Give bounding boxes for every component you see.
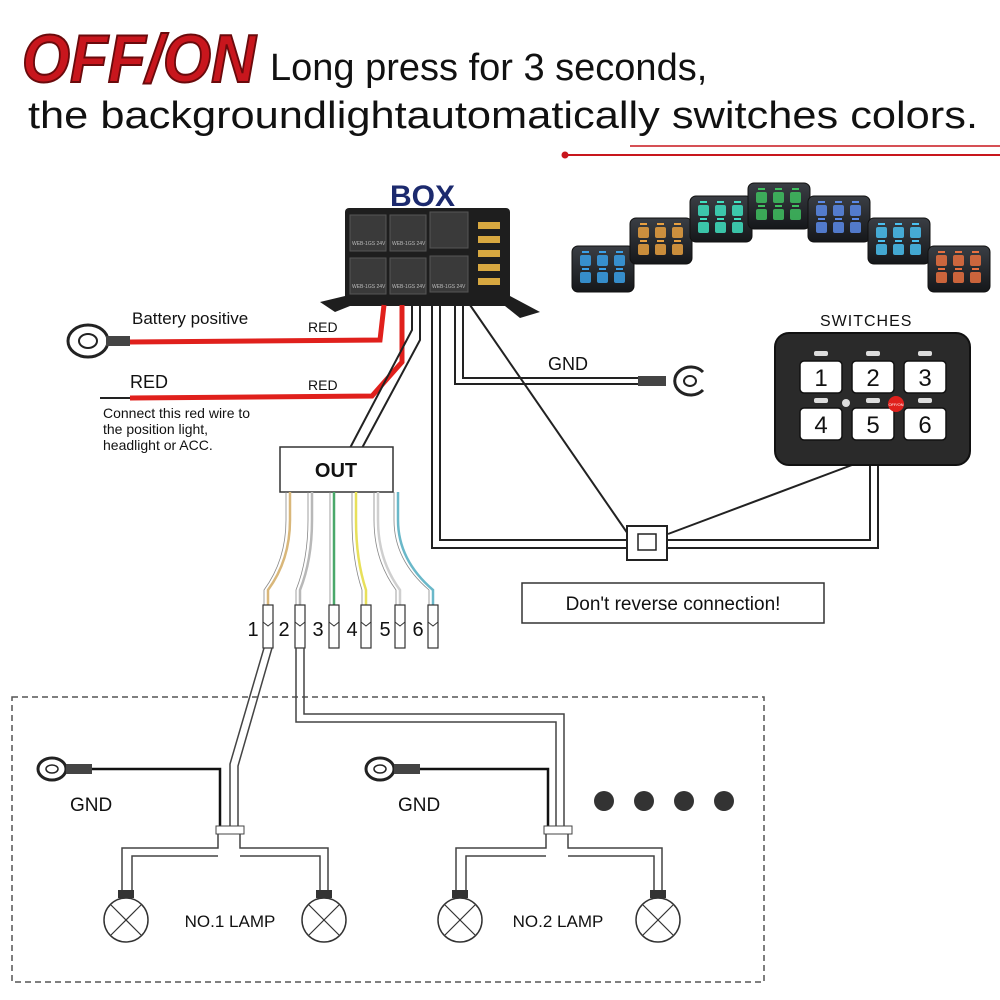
switch-connector: [626, 525, 668, 561]
lamp-icon: [103, 890, 149, 943]
out-channel-wires: [262, 492, 439, 649]
channel-label-4: 4: [346, 619, 357, 641]
switch-button-label: 2: [866, 365, 879, 392]
switch-button-label: 4: [814, 412, 827, 439]
backlight-panel: [571, 245, 635, 293]
gnd-label-lamp-left: GND: [70, 795, 112, 816]
switch-indicator: [866, 398, 880, 403]
backlight-panel: [629, 217, 693, 265]
more-lamps-dots: [594, 791, 734, 811]
switch-button-label: 3: [918, 365, 931, 392]
backlight-panel: [867, 217, 931, 265]
switch-button-1[interactable]: 1: [799, 351, 843, 394]
lamp-area-border: [11, 696, 765, 983]
lamp-icon: [301, 890, 347, 943]
gnd-ring-terminal: [638, 365, 705, 397]
channel-wire-2: [298, 492, 314, 605]
channel-label-6: 6: [412, 619, 423, 641]
switch-button-label: 5: [866, 412, 879, 439]
lamp-gnd-terminal-right: [364, 756, 420, 782]
backlight-panel: [927, 245, 991, 293]
lamp-icon: [437, 890, 483, 943]
switch-button-4[interactable]: 4: [799, 398, 843, 441]
switch-button-5[interactable]: 5: [851, 398, 895, 441]
gnd-label-box: GND: [548, 354, 588, 374]
red-label-1: RED: [308, 319, 338, 335]
switch-button-2[interactable]: 2: [851, 351, 895, 394]
lamp-wiring: [92, 647, 663, 892]
lamp-1-label: NO.1 LAMP: [185, 912, 276, 931]
svg-text:Connect this red wire to: Connect this red wire to: [103, 405, 250, 421]
red-wire-label: RED: [130, 372, 168, 392]
switch-button-label: 1: [814, 365, 827, 392]
switch-indicator: [814, 398, 828, 403]
switches-title: SWITCHES: [820, 313, 912, 330]
out-box: OUT: [279, 446, 394, 493]
warning-text: Don't reverse connection!: [566, 594, 781, 615]
out-label: OUT: [315, 460, 357, 482]
relay-modules: [349, 211, 469, 295]
switch-button-3[interactable]: 3: [903, 351, 947, 394]
gnd-label-lamp-right: GND: [398, 795, 440, 816]
backlight-panel: [807, 195, 871, 243]
off-on-headline: OFF/ON: [22, 21, 258, 97]
battery-red-wire: [129, 304, 387, 345]
switch-panel: 1 2 3 4 5 6 OFF/ON: [774, 332, 971, 466]
box-wires: [129, 304, 879, 549]
switch-indicator: [866, 351, 880, 356]
battery-positive-label: Battery positive: [132, 309, 248, 328]
channel-wire-1: [266, 492, 292, 605]
lamp-icon: [635, 890, 681, 943]
channel-label-1: 1: [247, 619, 258, 641]
header-line-1: Long press for 3 seconds,: [270, 47, 707, 89]
backlight-panels: [571, 182, 991, 293]
channel-wire-5: [376, 492, 402, 605]
svg-text:WEB-1GS 24V: WEB-1GS 24V: [392, 284, 426, 290]
box-title: BOX: [390, 180, 455, 213]
svg-text:WEB-1GS 24V: WEB-1GS 24V: [432, 284, 466, 290]
switch-indicator: [814, 351, 828, 356]
relay-box: BOX WEB-1GS 24V WEB-1GS 24V WEB-1GS 24V …: [320, 180, 540, 318]
lamp-gnd-terminal-left: [36, 756, 92, 782]
switch-indicator: [918, 351, 932, 356]
lamp-2-label: NO.2 LAMP: [513, 912, 604, 931]
switch-button-label: 6: [918, 412, 931, 439]
svg-text:OFF/ON: OFF/ON: [888, 402, 903, 407]
channel-label-5: 5: [379, 619, 390, 641]
header-line-2: the backgroundlightautomatically switche…: [28, 95, 978, 137]
channel-wire-6: [396, 492, 435, 605]
svg-text:WEB-1GS 24V: WEB-1GS 24V: [352, 241, 386, 247]
red-label-2: RED: [308, 377, 338, 393]
off-on-badge: [888, 396, 904, 412]
channel-label-2: 2: [278, 619, 289, 641]
red-wire-note: Connect this red wire to the position li…: [103, 405, 250, 453]
backlight-panel: [747, 182, 811, 230]
channel-label-3: 3: [312, 619, 323, 641]
warning-box: Don't reverse connection!: [521, 582, 825, 624]
svg-text:WEB-1GS 24V: WEB-1GS 24V: [392, 241, 426, 247]
header: OFF/ON Long press for 3 seconds, the bac…: [21, 20, 1000, 159]
battery-ring-terminal: [66, 323, 130, 359]
channel-wire-4: [354, 492, 368, 605]
svg-text:headlight or ACC.: headlight or ACC.: [103, 437, 213, 453]
fuses: [478, 222, 500, 285]
svg-text:WEB-1GS 24V: WEB-1GS 24V: [352, 284, 386, 290]
svg-text:the position light,: the position light,: [103, 421, 208, 437]
switch-button-6[interactable]: 6: [903, 398, 947, 441]
backlight-panel: [689, 195, 753, 243]
switch-indicator: [918, 398, 932, 403]
